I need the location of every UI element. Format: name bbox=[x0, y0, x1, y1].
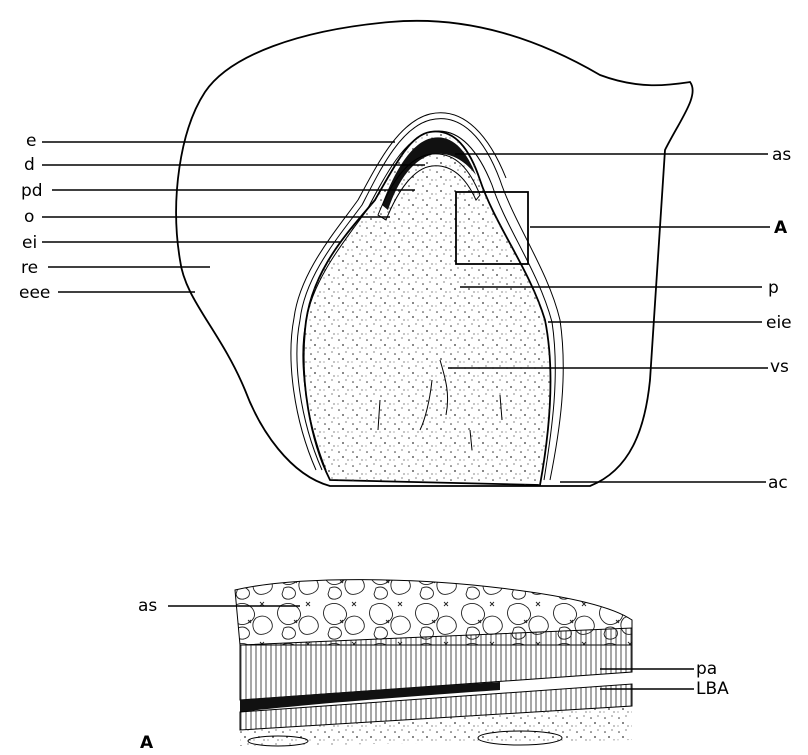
inset-figure: as pa LBA A bbox=[138, 580, 729, 753]
inset-panel-label: A bbox=[140, 733, 154, 753]
label-d: d bbox=[24, 155, 35, 175]
label-vs: vs bbox=[770, 357, 789, 377]
label-e: e bbox=[26, 131, 36, 151]
label-p: p bbox=[768, 278, 779, 298]
label-ei: ei bbox=[22, 233, 37, 253]
label-re: re bbox=[21, 258, 38, 278]
top-figure: e d pd o ei re eee as A p eie vs bbox=[19, 21, 792, 493]
label-pd: pd bbox=[21, 181, 43, 201]
inset-label-as: as bbox=[138, 596, 157, 616]
label-eie: eie bbox=[766, 313, 792, 333]
inset-label-lba: LBA bbox=[696, 679, 729, 699]
label-ac: ac bbox=[768, 473, 788, 493]
label-A: A bbox=[774, 218, 788, 238]
label-eee: eee bbox=[19, 283, 50, 303]
label-as: as bbox=[772, 145, 791, 165]
inset-label-pa: pa bbox=[696, 659, 717, 679]
label-o: o bbox=[24, 207, 34, 227]
dental-papilla-stipple bbox=[304, 132, 551, 485]
